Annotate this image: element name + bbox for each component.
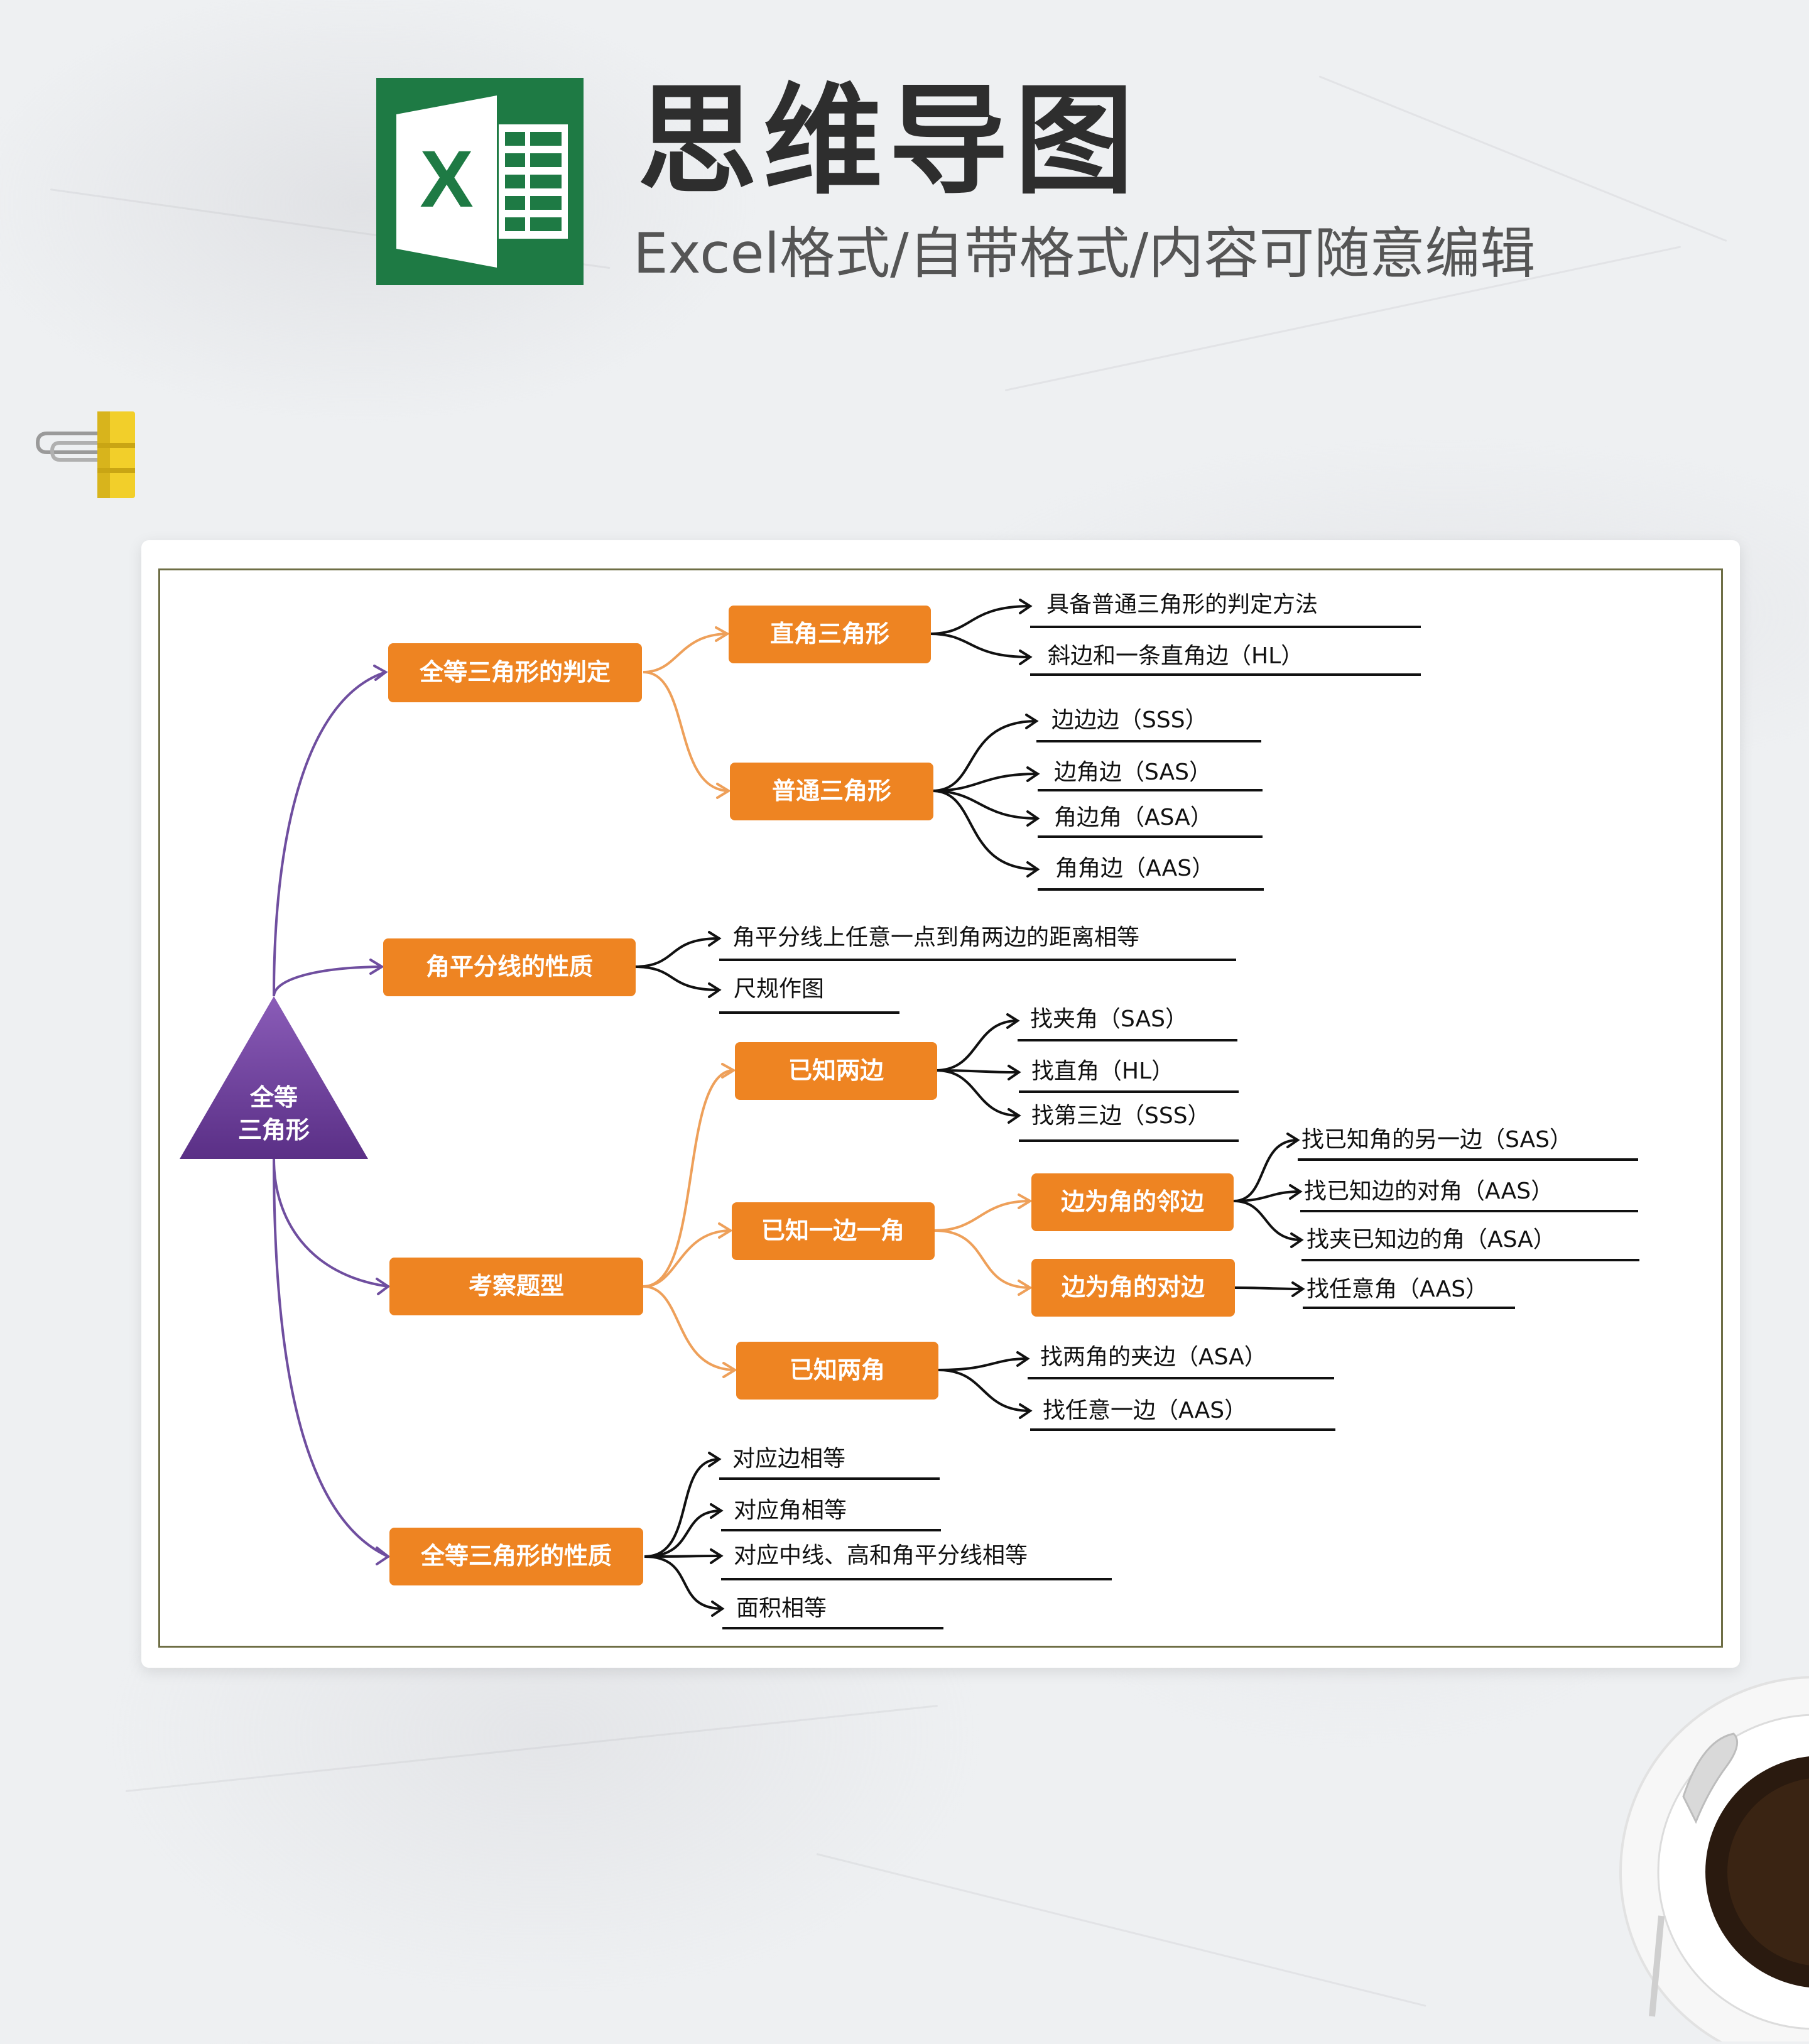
subnode-general-triangle: 普通三角形 [730,763,933,820]
leaf-item: 尺规作图 [719,976,899,1014]
coffee-cup-decoration [1608,1665,1809,2044]
svg-text:对应中线、高和角平分线相等: 对应中线、高和角平分线相等 [734,1543,1028,1568]
leaf-item: 找夹角（SAS） [1018,1006,1237,1041]
svg-text:尺规作图: 尺规作图 [734,976,824,1002]
svg-text:角平分线上任意一点到角两边的距离相等: 角平分线上任意一点到角两边的距离相等 [732,925,1139,950]
svg-text:找两角的夹边（ASA）: 找两角的夹边（ASA） [1040,1344,1267,1370]
leaf-links [634,599,1305,1617]
root-label-line2: 三角形 [238,1116,310,1144]
svg-text:找夹已知边的角（ASA）: 找夹已知边的角（ASA） [1306,1227,1556,1253]
root-label-line1: 全等 [249,1084,298,1111]
subnode-two-angles: 已知两角 [736,1342,938,1400]
branch-node-label: 全等三角形的性质 [420,1542,612,1570]
branch-node-label: 考察题型 [469,1272,564,1300]
leaf-item: 找第三边（SSS） [1019,1103,1239,1142]
binder-clip-decoration [35,408,148,503]
excel-logo: X [376,78,584,285]
svg-text:找夹角（SAS）: 找夹角（SAS） [1030,1006,1188,1032]
branch-node-properties: 全等三角形的性质 [389,1528,643,1585]
branch-node-label: 角平分线的性质 [426,953,593,981]
leaf-item: 边角边（SAS） [1038,759,1263,791]
leaf-item: 找夹已知边的角（ASA） [1301,1227,1639,1261]
page-subtitle: Excel格式/自带格式/内容可随意编辑 [633,221,1536,286]
root-node: 全等 三角形 [180,996,368,1159]
leaf-item: 对应角相等 [721,1498,941,1531]
svg-text:找任意一边（AAS）: 找任意一边（AAS） [1043,1398,1247,1423]
subnode-adjacent-side: 边为角的邻边 [1031,1173,1234,1231]
subnode-label: 已知两边 [788,1057,884,1084]
svg-text:角边角（ASA）: 角边角（ASA） [1054,805,1213,830]
subnode-label: 直角三角形 [770,620,889,648]
leaf-item: 找任意一边（AAS） [1030,1398,1335,1431]
page-title: 思维导图 [638,72,1141,210]
root-links [273,665,391,1565]
subnode-label: 普通三角形 [772,777,891,805]
subnode-label: 边为角的邻边 [1061,1188,1204,1215]
svg-text:找直角（HL）: 找直角（HL） [1031,1058,1174,1084]
svg-text:对应角相等: 对应角相等 [734,1498,847,1523]
branch-node-angle-bisector: 角平分线的性质 [383,938,636,996]
subnode-side-angle: 已知一边一角 [732,1202,935,1260]
svg-text:找已知边的对角（AAS）: 找已知边的对角（AAS） [1304,1178,1553,1204]
svg-text:边角边（SAS）: 边角边（SAS） [1054,759,1212,785]
svg-text:具备普通三角形的判定方法: 具备普通三角形的判定方法 [1046,592,1318,617]
branch-node-label: 全等三角形的判定 [419,658,611,686]
svg-text:斜边和一条直角边（HL）: 斜边和一条直角边（HL） [1048,643,1303,669]
leaf-item: 对应边相等 [719,1446,940,1480]
leaf-item: 对应中线、高和角平分线相等 [721,1543,1112,1580]
leaf-item: 斜边和一条直角边（HL） [1030,643,1421,676]
subnode-opposite-side: 边为角的对边 [1031,1259,1235,1317]
leaf-item: 面积相等 [722,1596,943,1629]
leaf-item: 找直角（HL） [1019,1058,1239,1093]
mindmap-card [141,540,1740,1668]
svg-text:面积相等: 面积相等 [736,1596,827,1621]
leaf-item: 找两角的夹边（ASA） [1028,1344,1334,1379]
leaf-item: 角边角（ASA） [1038,805,1263,838]
branch-node-question-types: 考察题型 [389,1258,643,1315]
svg-text:找任意角（AAS）: 找任意角（AAS） [1306,1276,1488,1302]
svg-text:找第三边（SSS）: 找第三边（SSS） [1031,1103,1210,1129]
subnode-two-sides: 已知两边 [735,1042,937,1100]
excel-logo-letter: X [420,134,473,224]
subnode-right-triangle: 直角三角形 [729,606,931,663]
svg-text:对应边相等: 对应边相等 [732,1446,845,1472]
mindmap-frame [158,568,1723,1648]
leaf-item: 找已知角的另一边（SAS） [1298,1127,1638,1161]
subnode-label: 已知一边一角 [761,1217,905,1244]
leaf-item: 边边边（SSS） [1036,707,1261,742]
subnode-label: 已知两角 [790,1356,885,1384]
svg-text:边边边（SSS）: 边边边（SSS） [1051,707,1208,733]
leaf-item: 找任意角（AAS） [1303,1276,1515,1309]
svg-text:找已知角的另一边（SAS）: 找已知角的另一边（SAS） [1301,1127,1572,1153]
branch-node-judgement: 全等三角形的判定 [388,643,642,702]
leaf-item: 角角边（AAS） [1038,856,1264,891]
leaf-item: 具备普通三角形的判定方法 [1030,592,1421,628]
leaf-item: 找已知边的对角（AAS） [1300,1178,1638,1212]
svg-text:角角边（AAS）: 角角边（AAS） [1055,856,1214,881]
subnode-label: 边为角的对边 [1062,1273,1205,1301]
branch-links [643,626,1033,1378]
leaf-item: 角平分线上任意一点到角两边的距离相等 [719,925,1236,961]
